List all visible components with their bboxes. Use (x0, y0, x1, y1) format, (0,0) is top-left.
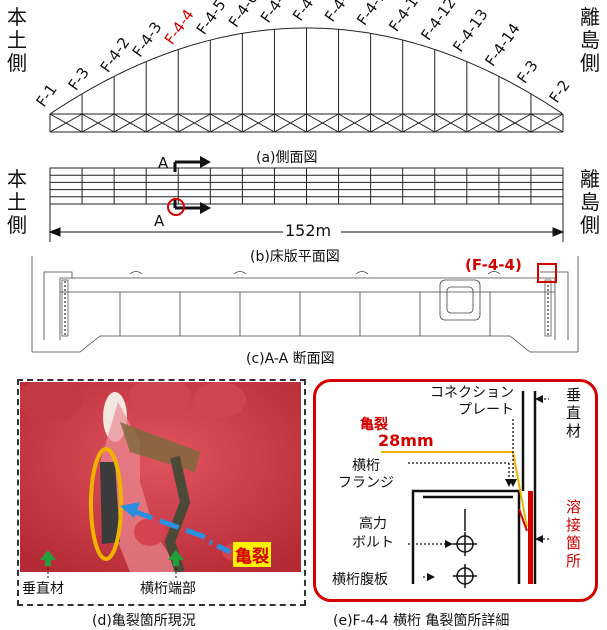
member-label: F-1 (33, 81, 61, 111)
member-label: F-3 (513, 57, 541, 87)
caption-d: (d)亀裂箇所現況 (92, 613, 196, 629)
member-label: F-2 (546, 77, 574, 107)
crack-pointer-arrow (129, 507, 232, 555)
right-side-label-a: 離島側 (580, 5, 600, 75)
crack-location-box (537, 263, 557, 283)
detail-crack: 亀裂 (360, 417, 388, 433)
vertical-member-char-3: 材 (566, 422, 582, 440)
member-label: F-4-9 (321, 0, 358, 25)
cross-section (31, 256, 579, 353)
photo-crack-label: 亀裂 (233, 542, 271, 567)
bolt-symbols (453, 509, 477, 588)
member-label: F-4-8 (289, 0, 326, 24)
caption-e: (e)F-4-4 横桁 亀裂箇所詳細 (333, 613, 510, 629)
weld-char-4: 所 (566, 552, 582, 570)
detail-crack-length: 28mm (378, 431, 434, 450)
crack-photo (20, 382, 301, 600)
bolt-line2: ボルト (352, 535, 394, 551)
detail-vertical-member: 垂 直 材 (566, 386, 581, 440)
member-label: F-4-12 (417, 0, 459, 44)
member-label: F-4-14 (481, 20, 523, 70)
photo-panel (17, 379, 306, 606)
crack-detail-drawing (381, 391, 551, 588)
left-side-label-b: 本土側 (7, 167, 27, 237)
photo-vertical-member: 垂直材 (22, 581, 64, 597)
section-tag-text: (F-4-4) (465, 256, 522, 274)
deck-plan (48, 156, 565, 242)
detail-web: 横桁腹板 (332, 572, 388, 588)
weld-char-1: 溶 (566, 498, 582, 516)
left-side-label-a: 本土側 (7, 5, 27, 75)
section-mark-bottom: A (154, 212, 165, 230)
crack-location-circle (167, 198, 185, 216)
span-length: 152m (285, 221, 332, 240)
bolt-line1: 高力 (359, 516, 387, 532)
section-mark-top: A (158, 154, 169, 172)
truss-frame (49, 27, 564, 133)
member-label: F-4-13 (449, 6, 491, 56)
caption-b: (b)床版平面図 (250, 249, 340, 265)
connection-plate-line2: プレート (458, 402, 514, 418)
member-label: F-4-5 (193, 0, 230, 38)
member-label: F-4-3 (129, 19, 166, 61)
vertical-member-char-2: 直 (566, 404, 582, 422)
right-side-label-b: 離島側 (580, 167, 600, 237)
flange-line2: フランジ (338, 475, 394, 491)
detail-panel (313, 379, 598, 602)
deck-grid (49, 167, 564, 242)
flange-line1: 横桁 (352, 458, 380, 474)
side-elevation: F-1F-3F-4-2F-4-3F-4-4F-4-5F-4-6F-4-7F-4-… (33, 0, 574, 133)
detail-connection-plate: コネクション プレート (430, 385, 514, 419)
detail-bolt: 高力 ボルト (352, 515, 394, 553)
caption-c: (c)A-A 断面図 (246, 351, 335, 367)
member-label: F-4-7 (257, 0, 294, 26)
connection-plate-line1: コネクション (430, 385, 514, 401)
bolt-columns (61, 279, 552, 337)
detail-weld: 溶 接 箇 所 (566, 498, 581, 570)
member-label: F-3 (65, 64, 93, 94)
section-tag: (F-4-4) (465, 256, 522, 274)
detail-flange: 横桁 フランジ (338, 458, 394, 492)
member-label: F-4-4 (161, 6, 198, 48)
section-arrow-top (173, 156, 211, 172)
weld-char-2: 接 (566, 516, 582, 534)
caption-a: (a)側面図 (256, 150, 318, 166)
photo-girder-end: 横桁端部 (140, 581, 196, 597)
vertical-member-char-1: 垂 (566, 386, 582, 404)
green-markers (40, 550, 184, 566)
weld-char-3: 箇 (566, 534, 582, 552)
